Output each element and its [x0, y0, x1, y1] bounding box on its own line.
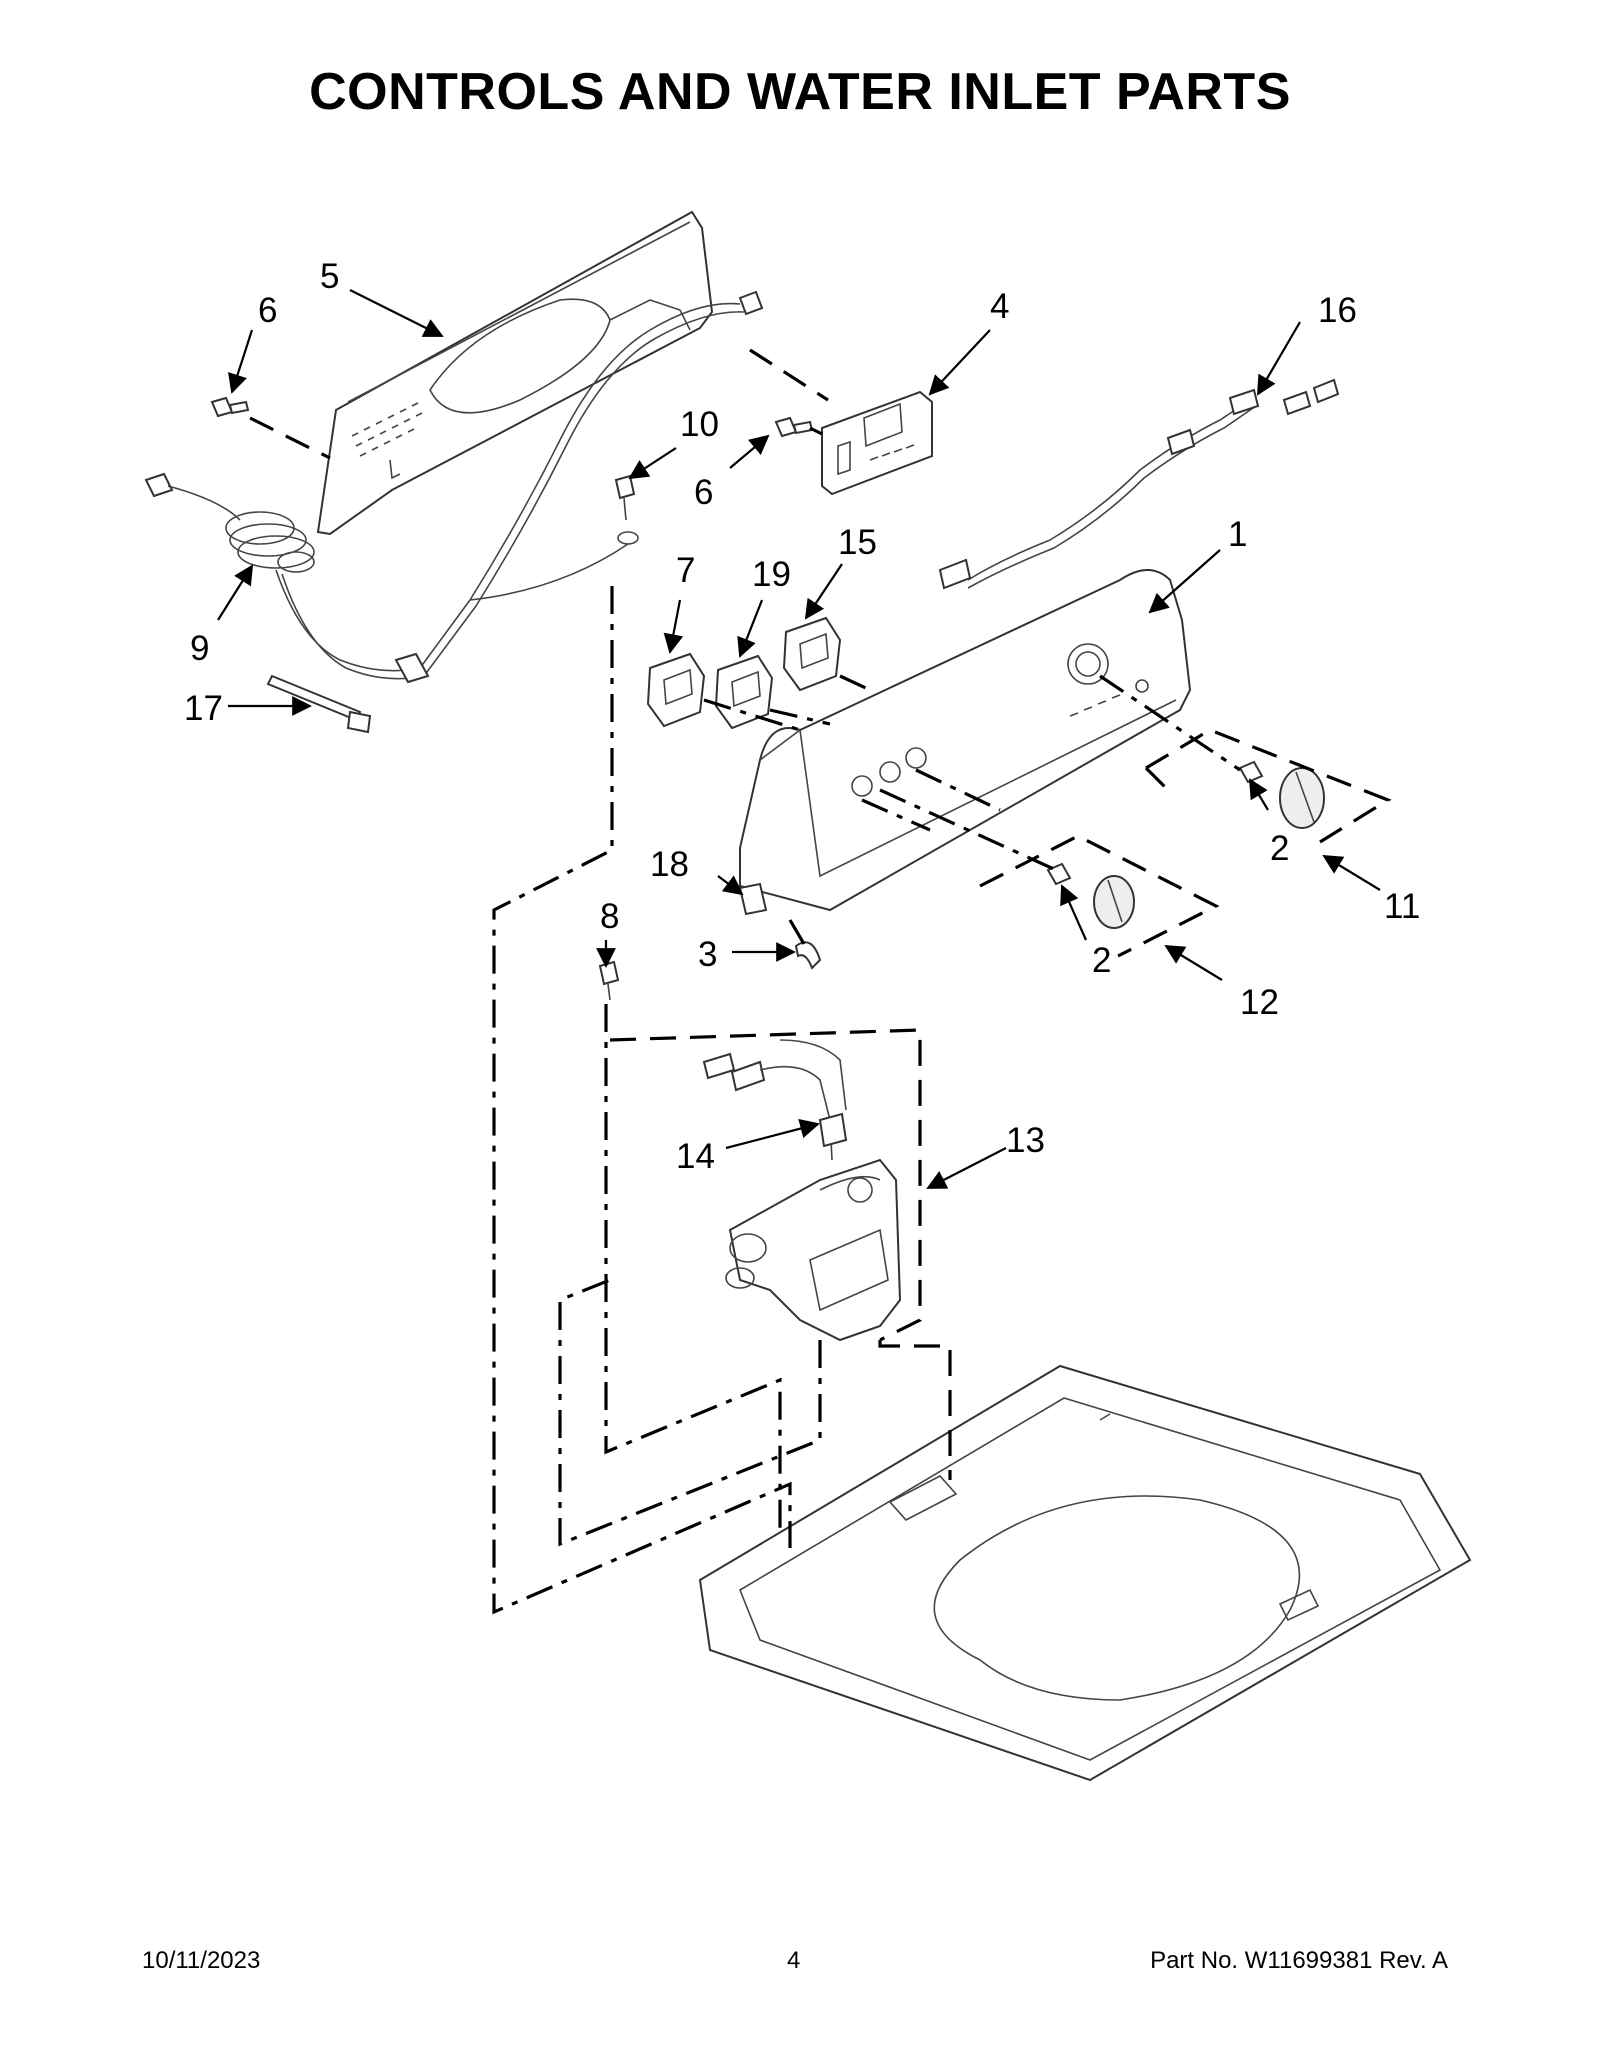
callout-13: 15: [838, 523, 877, 562]
callout-8: 8: [600, 897, 619, 936]
console: [739, 569, 1192, 912]
callout-1: 1: [1228, 515, 1247, 554]
screw-6-left: [210, 396, 250, 418]
knob-upper: [1279, 767, 1325, 829]
footer-part-number: Part No. W11699381 Rev. A: [1150, 1947, 1448, 1974]
ground-wire: [469, 474, 639, 601]
callout-19: 19: [752, 555, 791, 594]
callout-11: 11: [1384, 887, 1420, 926]
washer-top: [698, 1364, 1472, 1782]
rear-console-panel: [316, 210, 714, 536]
switch-13: [782, 616, 842, 692]
callout-3: 3: [698, 935, 717, 974]
inlet-harness: [702, 1039, 848, 1161]
callout-18: 18: [650, 845, 689, 884]
callout-2-lower: 2: [1092, 941, 1111, 980]
callout-9: 9: [190, 629, 209, 668]
callout-leaders: [217, 289, 1381, 1189]
callout-4: 4: [990, 287, 1009, 326]
callout-14: 16: [1318, 291, 1357, 330]
callout-17: 14: [676, 1137, 715, 1176]
callout-7: 7: [676, 551, 695, 590]
callout-2-upper: 2: [1270, 829, 1289, 868]
switch-7: [646, 652, 706, 728]
page-title: CONTROLS AND WATER INLET PARTS: [309, 63, 1291, 121]
cable-tie: [266, 674, 372, 734]
control-board: [821, 390, 933, 496]
assembly-lines: [249, 348, 1392, 1615]
screw-8: [598, 960, 620, 1001]
screw-6-right: [774, 416, 814, 438]
callout-16: 13: [1006, 1121, 1045, 1160]
callout-12: 12: [1240, 983, 1279, 1022]
knob-insert-lower: [1046, 862, 1072, 886]
knob-insert-upper: [1238, 760, 1264, 784]
footer-date: 10/11/2023: [142, 1947, 261, 1974]
clip-18: [738, 882, 768, 916]
knob-lower: [1093, 875, 1135, 929]
callout-5: 5: [320, 257, 339, 296]
water-valve-assembly: [725, 1158, 902, 1342]
callout-15: 17: [184, 689, 223, 728]
callout-10: 10: [680, 405, 719, 444]
switch-19: [714, 654, 774, 730]
power-cord: [144, 290, 764, 684]
callout-6-left: 6: [258, 291, 277, 330]
wire-harness: [938, 378, 1340, 590]
clip-3: [794, 941, 822, 970]
footer-page-number: 4: [787, 1947, 801, 1974]
callout-6-right: 6: [694, 473, 713, 512]
